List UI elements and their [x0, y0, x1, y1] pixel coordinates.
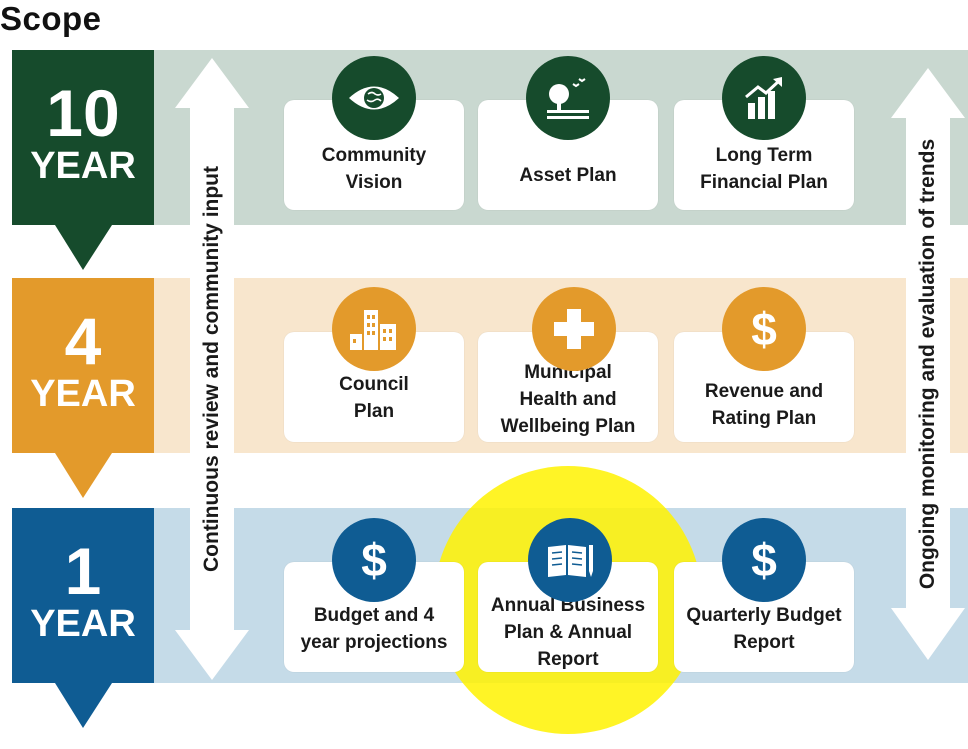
card-label: Budget and 4 year projections	[300, 605, 448, 653]
card-label: Community Vision	[321, 145, 427, 193]
one-year-tag-tip	[55, 683, 112, 728]
medical-cross-icon	[532, 287, 616, 371]
left-arrow-text: Continuous review and community input	[200, 165, 223, 573]
card-label: Revenue and Rating Plan	[704, 381, 824, 429]
dollar-icon: $	[332, 518, 416, 602]
city-buildings-icon	[332, 287, 416, 371]
four-year-label: YEAR	[30, 373, 136, 415]
bar-chart-arrow-icon	[722, 56, 806, 140]
dollar-icon: $	[722, 518, 806, 602]
four-year-tag-tip	[55, 453, 112, 498]
card-label: Council Plan	[339, 374, 409, 422]
revenue-rating-plan-card: Revenue and Rating Plan	[674, 332, 854, 442]
card-label: Long Term Financial Plan	[700, 145, 828, 193]
ten-year-number: 10	[46, 76, 120, 150]
ten-year-label: YEAR	[30, 145, 136, 187]
scope-title: Scope	[0, 0, 102, 37]
quarterly-budget-card: Quarterly Budget Report	[674, 562, 854, 672]
card-label: Annual Business Plan & Annual Report	[490, 594, 646, 670]
right-arrow-text: Ongoing monitoring and evaluation of tre…	[916, 138, 939, 590]
ten-year-tag: 10 YEAR	[12, 50, 154, 225]
one-year-label: YEAR	[30, 603, 136, 645]
dollar-icon: $	[722, 287, 806, 371]
card-label: Municipal Health and Wellbeing Plan	[500, 361, 636, 437]
ten-year-tag-tip	[55, 225, 112, 270]
one-year-tag: 1 YEAR	[12, 508, 154, 683]
long-term-financial-plan-card: Long Term Financial Plan	[674, 100, 854, 210]
book-pencil-icon	[528, 518, 612, 602]
one-year-number: 1	[64, 534, 102, 608]
card-label: Asset Plan	[519, 164, 617, 186]
four-year-number: 4	[64, 304, 102, 378]
four-year-tag: 4 YEAR	[12, 278, 154, 453]
left-double-arrow	[175, 58, 249, 680]
right-double-arrow	[891, 68, 965, 660]
eye-globe-icon	[332, 56, 416, 140]
card-label: Quarterly Budget Report	[686, 605, 842, 653]
tree-birds-icon	[526, 56, 610, 140]
